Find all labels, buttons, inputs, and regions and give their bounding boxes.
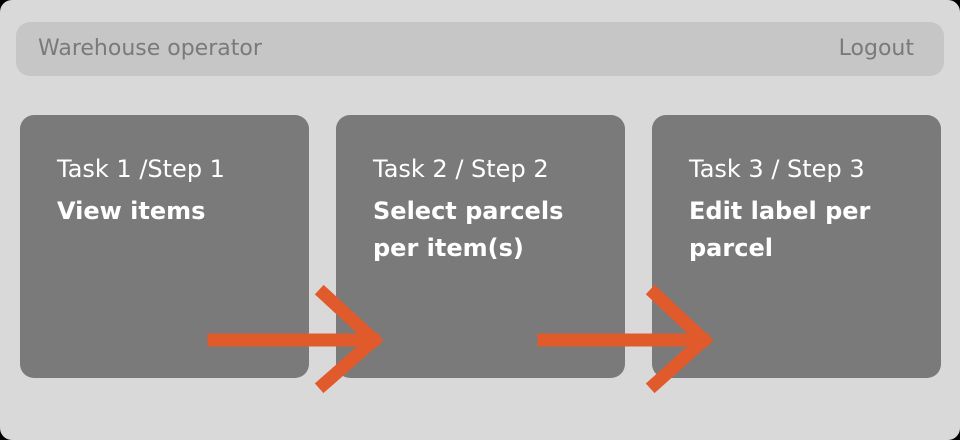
step-label-3: Task 3 / Step 3 bbox=[689, 155, 865, 183]
logout-link[interactable]: Logout bbox=[838, 36, 914, 61]
user-role-label: Warehouse operator bbox=[38, 36, 262, 61]
step-label-2: Task 2 / Step 2 bbox=[373, 155, 549, 183]
step-label-1: Task 1 /Step 1 bbox=[57, 155, 225, 183]
step-card-1: Task 1 /Step 1 View items bbox=[20, 115, 309, 378]
step-card-3: Task 3 / Step 3 Edit label per parcel bbox=[652, 115, 941, 378]
step-title-1: View items bbox=[57, 197, 206, 225]
step-title-2: Select parcels per item(s) bbox=[373, 197, 564, 262]
step-title-3: Edit label per parcel bbox=[689, 197, 871, 262]
top-bar: Warehouse operator Logout bbox=[16, 22, 944, 76]
step-card-2: Task 2 / Step 2 Select parcels per item(… bbox=[336, 115, 625, 378]
